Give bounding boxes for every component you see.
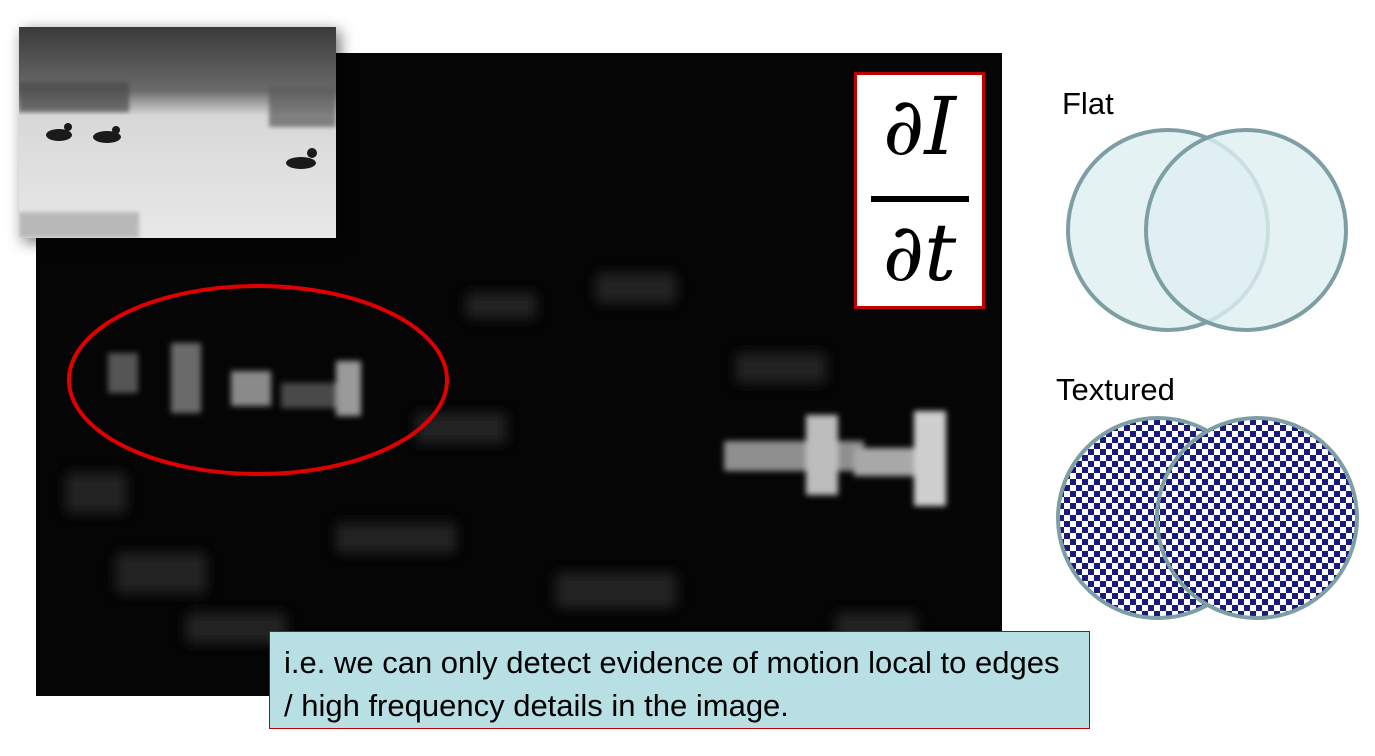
partial-derivative-formula: ∂I ∂t	[854, 72, 985, 309]
duck-silhouettes	[46, 123, 317, 169]
fraction-bar	[871, 196, 969, 202]
inset-original-frame	[19, 27, 336, 238]
inset-frame-graphic	[19, 27, 336, 238]
caption-text: i.e. we can only detect evidence of moti…	[284, 645, 1060, 723]
formula-denominator: ∂t	[882, 206, 957, 299]
caption-box: i.e. we can only detect evidence of moti…	[269, 631, 1090, 729]
textured-venn-diagram	[1056, 416, 1359, 620]
textured-circle-right	[1155, 416, 1359, 620]
formula-numerator: ∂I	[883, 80, 956, 173]
flat-venn-diagram	[1066, 128, 1348, 332]
highlight-ellipse	[67, 284, 449, 476]
flat-circle-right	[1144, 128, 1348, 332]
flat-label: Flat	[1062, 86, 1114, 121]
textured-label: Textured	[1056, 372, 1175, 407]
